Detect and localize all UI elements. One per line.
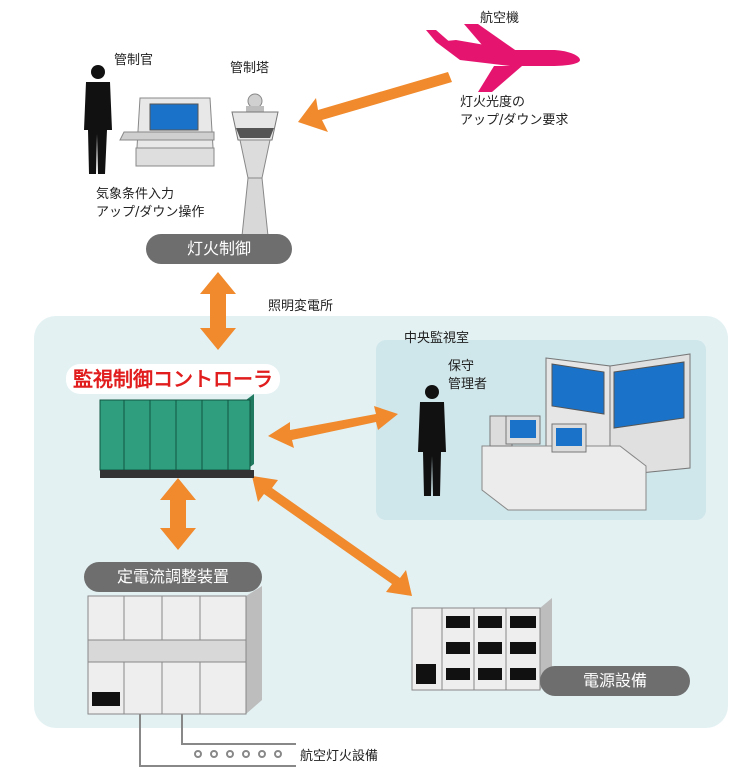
tower-label: 管制塔 [230, 61, 270, 76]
vertical-arrow-top [200, 272, 236, 350]
vertical-arrow-bottom [160, 478, 196, 550]
weather-label-line1: 気象条件入力 [96, 187, 175, 202]
control-tower-icon [231, 93, 279, 237]
substation-label: 照明変電所 [268, 299, 334, 314]
request-label-line1: 灯火光度の [460, 95, 526, 110]
power-pill: 電源設備 [540, 666, 690, 696]
request-arrow [298, 72, 452, 132]
controller-cabinet-icon [99, 394, 254, 478]
monitoring-desk-icon [481, 353, 691, 511]
weather-label-line2: アップ/ダウン操作 [96, 205, 205, 220]
central-room-label: 中央監視室 [404, 331, 470, 346]
aero-lights-label: 航空灯火設備 [300, 749, 379, 764]
controller-person-icon [84, 65, 112, 174]
lighting-control-pill: 灯火制御 [146, 234, 292, 264]
diagonal-arrow [252, 476, 412, 596]
maint-label-line2: 管理者 [448, 377, 488, 392]
airplane-icon [426, 24, 580, 92]
horizontal-arrow [268, 406, 398, 448]
maintenance-person-icon [418, 385, 446, 496]
wiring-lines [139, 714, 296, 767]
request-label-line2: アップ/ダウン要求 [460, 113, 569, 128]
ccr-pill: 定電流調整装置 [84, 562, 262, 592]
control-console-icon [119, 97, 215, 167]
maint-label-line1: 保守 [448, 359, 475, 374]
ccr-cabinet-icon [87, 586, 262, 715]
controller-label: 管制官 [114, 53, 154, 68]
monitor-controller-title: 監視制御コントローラ [66, 364, 280, 394]
airplane-label: 航空機 [480, 11, 520, 26]
power-cabinet-icon [411, 598, 552, 691]
